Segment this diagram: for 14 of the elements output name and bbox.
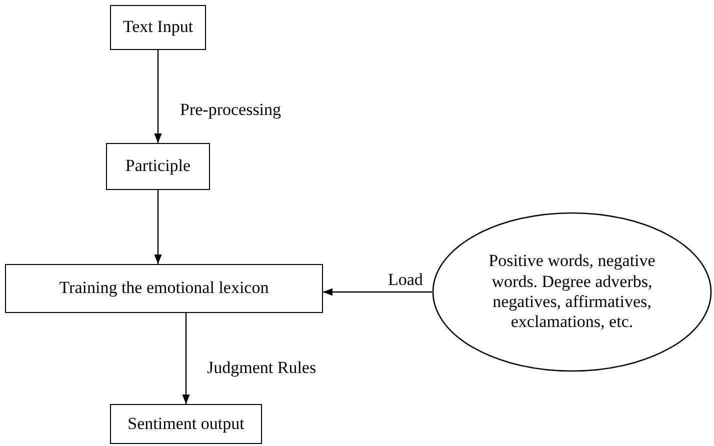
process-box [110,5,206,50]
node-text: Positive words, negative words. Degree adverbs, negatives, affirmatives, exclamations, etc. [488,251,656,333]
arrow [154,50,162,143]
edge-label: Judgment Rules [205,358,318,378]
node-text: Text Input [122,17,194,38]
node-text: Training the emotional lexicon [59,278,269,299]
process-box [5,264,323,313]
arrow [182,313,190,404]
arrow [323,288,432,296]
node-text: Participle [125,156,191,177]
process-box [110,404,262,444]
process-box [106,143,210,190]
node-text: Sentiment output [128,414,244,434]
arrow [154,190,162,264]
